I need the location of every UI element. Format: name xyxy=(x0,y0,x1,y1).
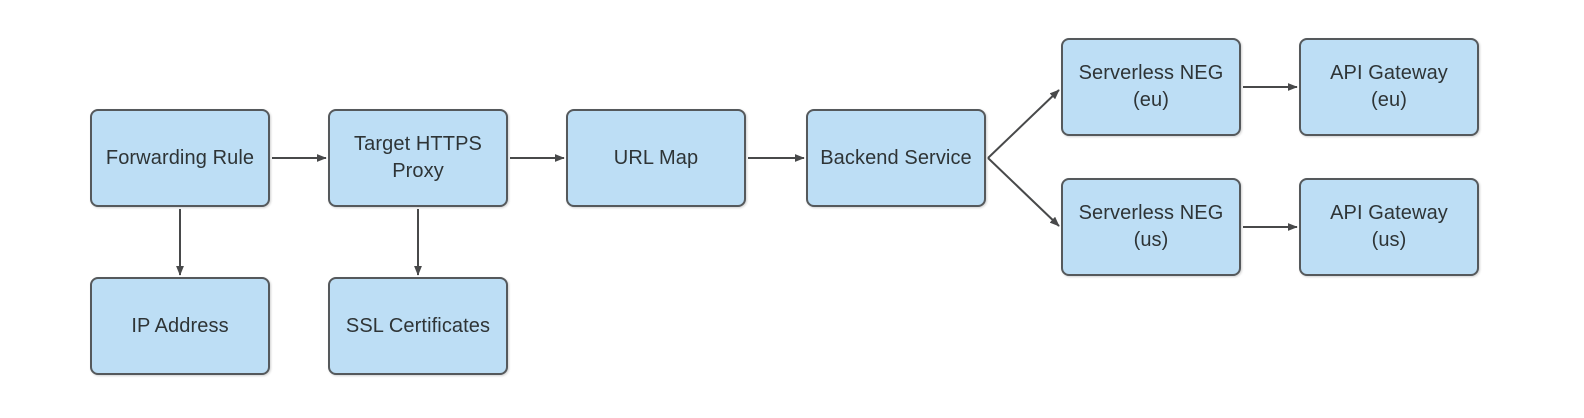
node-label-forwarding-rule: Forwarding Rule xyxy=(105,146,255,169)
node-api-gateway-us[interactable]: API Gateway (us) xyxy=(1299,178,1479,276)
node-target-https-proxy[interactable]: Target HTTPS Proxy xyxy=(328,109,508,207)
node-ip-address[interactable]: IP Address xyxy=(90,277,270,375)
node-backend-service[interactable]: Backend Service xyxy=(806,109,986,207)
edge-backend-service-to-serverless-neg-us xyxy=(987,157,1060,227)
node-label-target-https-proxy: Target HTTPS Proxy xyxy=(354,133,482,182)
node-label-api-gateway-eu: API Gateway (eu) xyxy=(1330,62,1448,111)
node-serverless-neg-eu[interactable]: Serverless NEG (eu) xyxy=(1061,38,1241,136)
node-ssl-certificates[interactable]: SSL Certificates xyxy=(328,277,508,375)
node-label-url-map: URL Map xyxy=(613,146,699,169)
node-label-api-gateway-us: API Gateway (us) xyxy=(1330,202,1448,251)
node-label-backend-service: Backend Service xyxy=(820,146,972,169)
edge-backend-service-to-serverless-neg-eu xyxy=(987,89,1060,159)
node-label-ip-address: IP Address xyxy=(131,314,229,337)
node-api-gateway-eu[interactable]: API Gateway (eu) xyxy=(1299,38,1479,136)
node-forwarding-rule[interactable]: Forwarding Rule xyxy=(90,109,270,207)
node-label-serverless-neg-eu: Serverless NEG (eu) xyxy=(1078,62,1224,111)
node-serverless-neg-us[interactable]: Serverless NEG (us) xyxy=(1061,178,1241,276)
node-url-map[interactable]: URL Map xyxy=(566,109,746,207)
node-label-ssl-certificates: SSL Certificates xyxy=(345,314,491,337)
node-label-serverless-neg-us: Serverless NEG (us) xyxy=(1078,202,1224,251)
